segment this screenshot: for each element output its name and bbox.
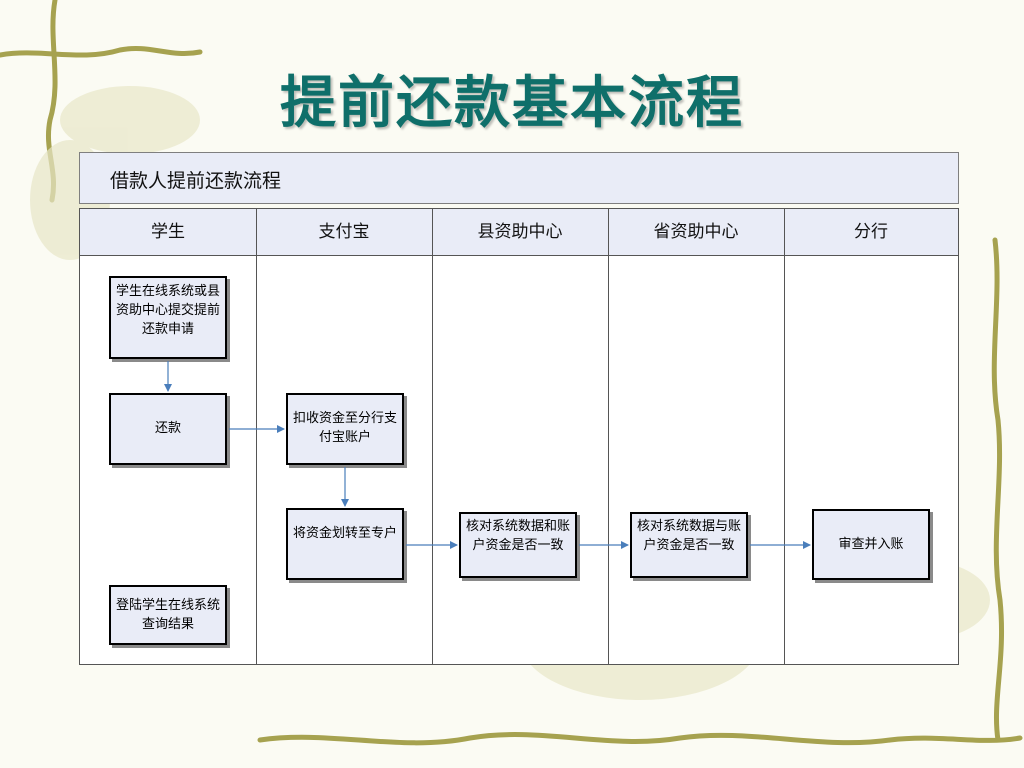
node-submit-application: 学生在线系统或县资助中心提交提前还款申请 xyxy=(109,276,227,359)
lane-divider xyxy=(784,209,785,664)
lane-header-branch: 分行 xyxy=(784,209,958,256)
flow-header-text: 借款人提前还款流程 xyxy=(110,170,282,192)
slide-title: 提前还款基本流程 xyxy=(280,70,744,136)
lane-header-province-center: 省资助中心 xyxy=(608,209,784,256)
lane-header-county-center: 县资助中心 xyxy=(432,209,608,256)
lane-header-student: 学生 xyxy=(80,209,256,256)
flow-header: 借款人提前还款流程 xyxy=(79,152,959,204)
node-province-verify: 核对系统数据与账户资金是否一致 xyxy=(630,512,748,578)
node-repay: 还款 xyxy=(109,393,227,465)
lane-header-alipay: 支付宝 xyxy=(256,209,432,256)
node-county-verify: 核对系统数据和账户资金是否一致 xyxy=(459,512,577,578)
lane-divider xyxy=(432,209,433,664)
node-login-query: 登陆学生在线系统查询结果 xyxy=(109,585,227,645)
node-deduct-funds: 扣收资金至分行支付宝账户 xyxy=(286,393,404,465)
lane-divider xyxy=(608,209,609,664)
node-transfer-funds: 将资金划转至专户 xyxy=(286,508,404,580)
lane-divider xyxy=(256,209,257,664)
node-review-posting: 审查并入账 xyxy=(812,509,930,580)
